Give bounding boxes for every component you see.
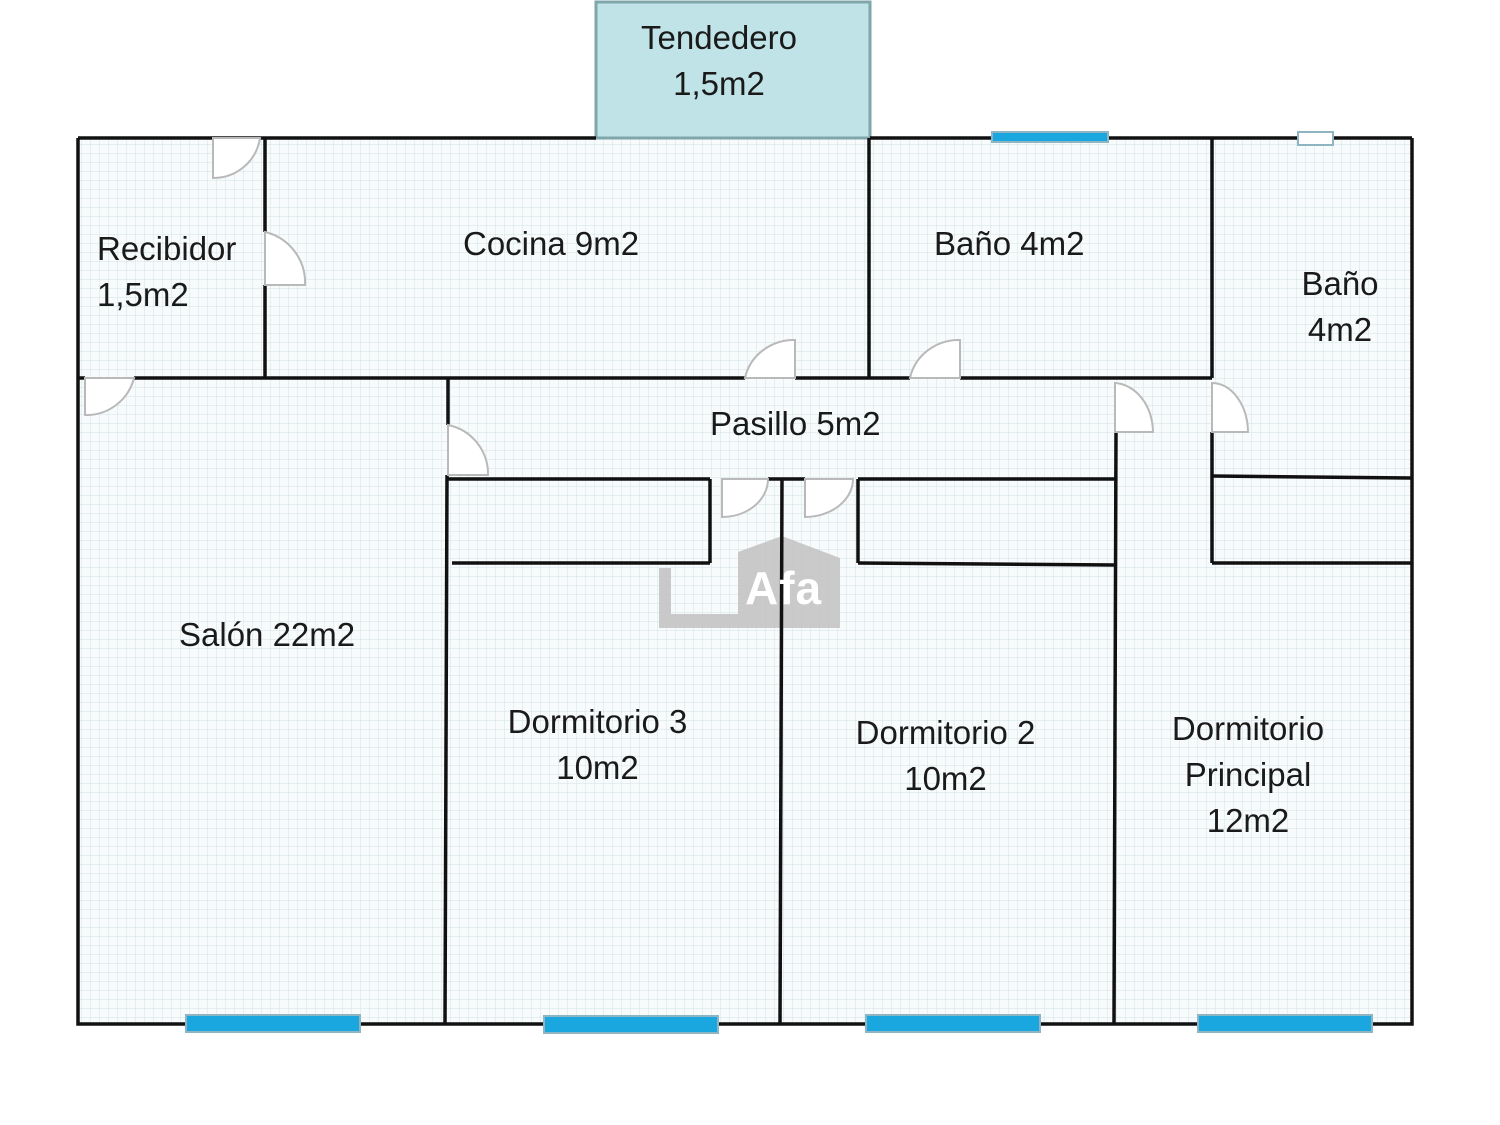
door-dorm2	[804, 478, 855, 519]
label-dormitorio-2: Dormitorio 2 10m2	[843, 710, 1048, 802]
dorm2-name: Dormitorio 2	[855, 714, 1036, 751]
label-tendedero: Tendedero 1,5m2	[596, 15, 842, 107]
door-dormp	[1114, 381, 1155, 433]
windows	[185, 131, 1373, 1034]
label-dormitorio-principal: Dormitorio Principal 12m2	[1158, 706, 1338, 844]
dorm2-area: 10m2	[904, 760, 987, 797]
window-dorm3	[543, 1015, 719, 1034]
pasillo-label: Pasillo 5m2	[710, 405, 881, 442]
door-cocina	[264, 230, 307, 286]
bano2-area: 4m2	[1307, 311, 1373, 348]
tendedero-room	[594, 0, 872, 140]
watermark-logo	[659, 536, 840, 628]
tendedero-name: Tendedero	[641, 19, 797, 56]
dormp-area: 12m2	[1206, 802, 1290, 839]
door-bano	[908, 338, 961, 379]
recibidor-area: 1,5m2	[97, 276, 189, 313]
window-dormp	[1197, 1014, 1373, 1033]
window-salon	[185, 1014, 361, 1033]
label-bano-principal: Baño 4m2	[1280, 261, 1400, 353]
dorm3-area: 10m2	[556, 749, 639, 786]
cocina-label: Cocina 9m2	[463, 225, 640, 262]
dorm3-name: Dormitorio 3	[507, 703, 688, 740]
label-dormitorio-3: Dormitorio 3 10m2	[495, 699, 700, 791]
door-cocina-pasillo	[743, 338, 796, 379]
window-bano	[991, 131, 1109, 143]
door-bano2	[1211, 381, 1250, 433]
window-dorm2	[865, 1014, 1041, 1033]
bano2-name: Baño	[1301, 265, 1379, 302]
label-recibidor: Recibidor 1,5m2	[97, 226, 236, 318]
label-bano: Baño 4m2	[934, 221, 1084, 267]
window-bano2	[1297, 131, 1334, 146]
dormp-name: Dormitorio	[1171, 710, 1325, 747]
label-cocina: Cocina 9m2	[463, 221, 639, 267]
door-salon-pasillo	[447, 423, 490, 476]
recibidor-name: Recibidor	[97, 230, 237, 267]
walls	[76, 136, 1414, 1026]
dormp-name2: Principal	[1184, 756, 1312, 793]
door-entrance	[212, 137, 262, 180]
door-dorm3	[721, 478, 770, 519]
door-salon	[84, 377, 136, 417]
doors	[84, 137, 1250, 519]
salon-label: Salón 22m2	[179, 616, 356, 653]
bano-label: Baño 4m2	[934, 225, 1085, 262]
watermark-text: Afa	[745, 562, 823, 614]
label-salon: Salón 22m2	[179, 612, 355, 658]
tendedero-area: 1,5m2	[673, 65, 765, 102]
label-pasillo: Pasillo 5m2	[710, 401, 881, 447]
